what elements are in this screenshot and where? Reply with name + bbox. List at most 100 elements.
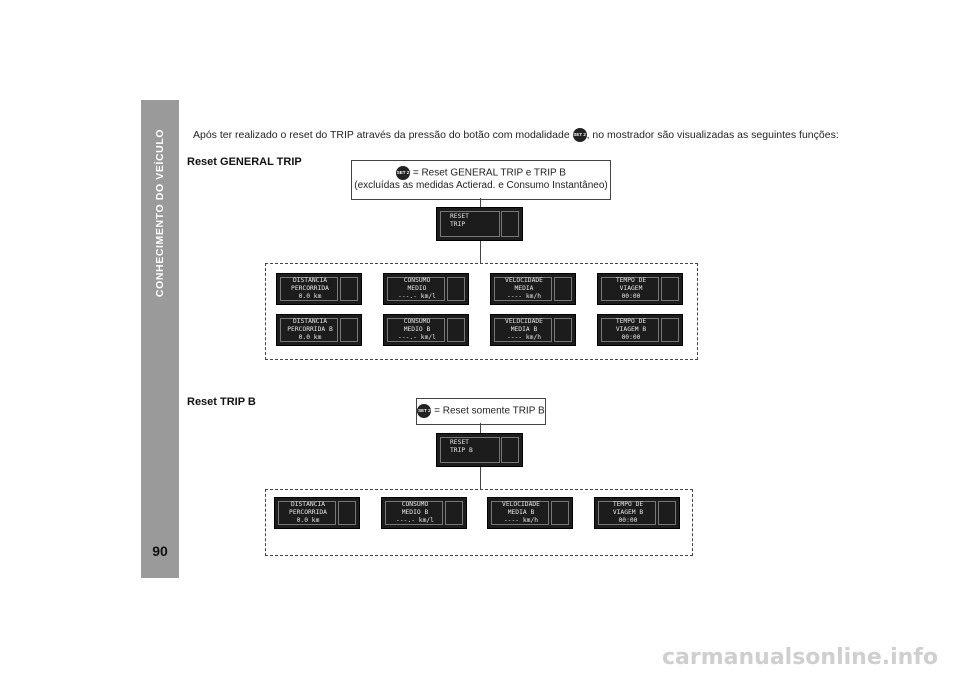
connector-line bbox=[480, 241, 481, 263]
display-line: DISTANCIA bbox=[292, 318, 328, 325]
display-line: MEDIO B bbox=[403, 326, 431, 333]
display-line: PERCORRIDA bbox=[289, 509, 327, 516]
display-side-panel bbox=[338, 501, 356, 525]
display-distance: DISTANCIA PERCORRIDA 0.0 km bbox=[274, 497, 360, 529]
display-screen bbox=[494, 277, 552, 301]
set-button-icon: SET 2 bbox=[572, 128, 587, 142]
display-screen bbox=[601, 318, 659, 342]
display-line: VELOCIDADE bbox=[502, 501, 540, 508]
display-side-panel bbox=[554, 277, 572, 301]
display-screen bbox=[491, 501, 549, 525]
display-line: VELOCIDADE bbox=[505, 277, 543, 284]
display-screen bbox=[280, 318, 338, 342]
display-line: VIAGEM B bbox=[615, 326, 647, 333]
display-line: TRIP B bbox=[450, 447, 473, 454]
display-line: 00:00 bbox=[621, 293, 641, 300]
display-line: MEDIO bbox=[407, 285, 427, 292]
section-title-trip-b: Reset TRIP B bbox=[187, 396, 256, 408]
display-line: ---- km/h bbox=[506, 334, 542, 341]
display-line: RESET bbox=[450, 213, 469, 220]
connector-line bbox=[480, 423, 481, 433]
display-screen bbox=[278, 501, 336, 525]
reset-trip-display: RESET TRIP bbox=[436, 207, 523, 241]
display-speed: VELOCIDADE MEDIA ---- km/h bbox=[490, 273, 576, 305]
display-side-panel bbox=[658, 501, 676, 525]
display-distance-b: DISTANCIA PERCORRIDA B 0.0 km bbox=[276, 314, 362, 346]
section-title-general-trip: Reset GENERAL TRIP bbox=[187, 156, 302, 168]
display-speed-b: VELOCIDADE MEDIA B ---- km/h bbox=[487, 497, 573, 529]
callout-line-1: = Reset somente TRIP B bbox=[434, 405, 545, 417]
display-side-panel bbox=[501, 211, 519, 237]
display-line: MEDIO B bbox=[401, 509, 429, 516]
display-side-panel bbox=[554, 318, 572, 342]
display-screen bbox=[440, 211, 500, 237]
sidebar-title-text: CONHECIMENTO DO VEÍCULO bbox=[154, 128, 166, 298]
watermark: carmanualsonline.info bbox=[662, 645, 938, 670]
callout-line-2: (excluídas as medidas Actierad. e Consum… bbox=[354, 180, 608, 191]
connector-line bbox=[480, 467, 481, 489]
display-line: VIAGEM B bbox=[612, 509, 644, 516]
callout-line-1: = Reset GENERAL TRIP e TRIP B bbox=[412, 167, 566, 179]
display-side-panel bbox=[445, 501, 463, 525]
display-travel-time-b: TEMPO DE VIAGEM B 00:00 bbox=[594, 497, 680, 529]
display-speed-b: VELOCIDADE MEDIA B ---- km/h bbox=[490, 314, 576, 346]
display-line: ---- km/h bbox=[506, 293, 542, 300]
display-line: DISTANCIA bbox=[290, 501, 326, 508]
display-line: MEDIA B bbox=[510, 326, 538, 333]
display-travel-time-b: TEMPO DE VIAGEM B 00:00 bbox=[597, 314, 683, 346]
display-line: TRIP bbox=[450, 221, 466, 228]
display-line: DISTANCIA bbox=[292, 277, 328, 284]
display-line: CONSUMO bbox=[401, 501, 429, 508]
display-line: 00:00 bbox=[621, 334, 641, 341]
sidebar-band bbox=[141, 100, 179, 578]
intro-text-before: Após ter realizado o reset do TRIP atrav… bbox=[193, 128, 570, 141]
display-line: TEMPO DE bbox=[615, 277, 647, 284]
display-line: MEDIA bbox=[514, 285, 534, 292]
display-screen bbox=[280, 277, 338, 301]
display-line: VIAGEM bbox=[619, 285, 643, 292]
display-line: MEDIA B bbox=[507, 509, 535, 516]
display-line: RESET bbox=[450, 439, 469, 446]
display-consumption-b: CONSUMO MEDIO B ---.- km/l bbox=[383, 314, 469, 346]
general-trip-callout: SET 2 = Reset GENERAL TRIP e TRIP B (exc… bbox=[351, 160, 611, 200]
display-screen bbox=[387, 277, 445, 301]
display-screen bbox=[387, 318, 445, 342]
trip-b-callout: SET 2 = Reset somente TRIP B bbox=[416, 398, 546, 425]
display-screen bbox=[440, 437, 500, 463]
display-line: PERCORRIDA B bbox=[287, 326, 333, 333]
display-side-panel bbox=[340, 318, 358, 342]
trip-b-results-frame bbox=[265, 489, 693, 556]
sidebar-title: CONHECIMENTO DO VEÍCULO bbox=[142, 128, 178, 298]
display-line: 0.0 km bbox=[298, 293, 322, 300]
display-side-panel bbox=[661, 318, 679, 342]
display-screen bbox=[385, 501, 443, 525]
display-screen bbox=[494, 318, 552, 342]
display-consumption: CONSUMO MEDIO ---.- km/l bbox=[383, 273, 469, 305]
display-consumption-b: CONSUMO MEDIO B ---.- km/l bbox=[381, 497, 467, 529]
display-line: 00:00 bbox=[618, 517, 638, 524]
display-line: ---- km/h bbox=[503, 517, 539, 524]
set-button-icon: SET 2 bbox=[417, 404, 432, 418]
display-side-panel bbox=[661, 277, 679, 301]
display-line: TEMPO DE bbox=[615, 318, 647, 325]
display-line: 0.0 km bbox=[298, 334, 322, 341]
display-side-panel bbox=[551, 501, 569, 525]
display-side-panel bbox=[501, 437, 519, 463]
display-screen bbox=[601, 277, 659, 301]
display-line: CONSUMO bbox=[403, 318, 431, 325]
intro-text-after: , no mostrador são visualizadas as segui… bbox=[586, 128, 839, 141]
display-travel-time: TEMPO DE VIAGEM 00:00 bbox=[597, 273, 683, 305]
display-side-panel bbox=[447, 277, 465, 301]
display-line: 0.0 km bbox=[296, 517, 320, 524]
display-line: PERCORRIDA bbox=[291, 285, 329, 292]
display-line: TEMPO DE bbox=[612, 501, 644, 508]
display-screen bbox=[598, 501, 656, 525]
display-line: ---.- km/l bbox=[398, 334, 436, 341]
connector-line bbox=[480, 198, 481, 207]
display-line: VELOCIDADE bbox=[505, 318, 543, 325]
display-line: CONSUMO bbox=[403, 277, 431, 284]
display-distance: DISTANCIA PERCORRIDA 0.0 km bbox=[276, 273, 362, 305]
display-line: ---.- km/l bbox=[398, 293, 436, 300]
display-line: ---.- km/l bbox=[396, 517, 434, 524]
general-trip-results-frame bbox=[265, 263, 698, 360]
